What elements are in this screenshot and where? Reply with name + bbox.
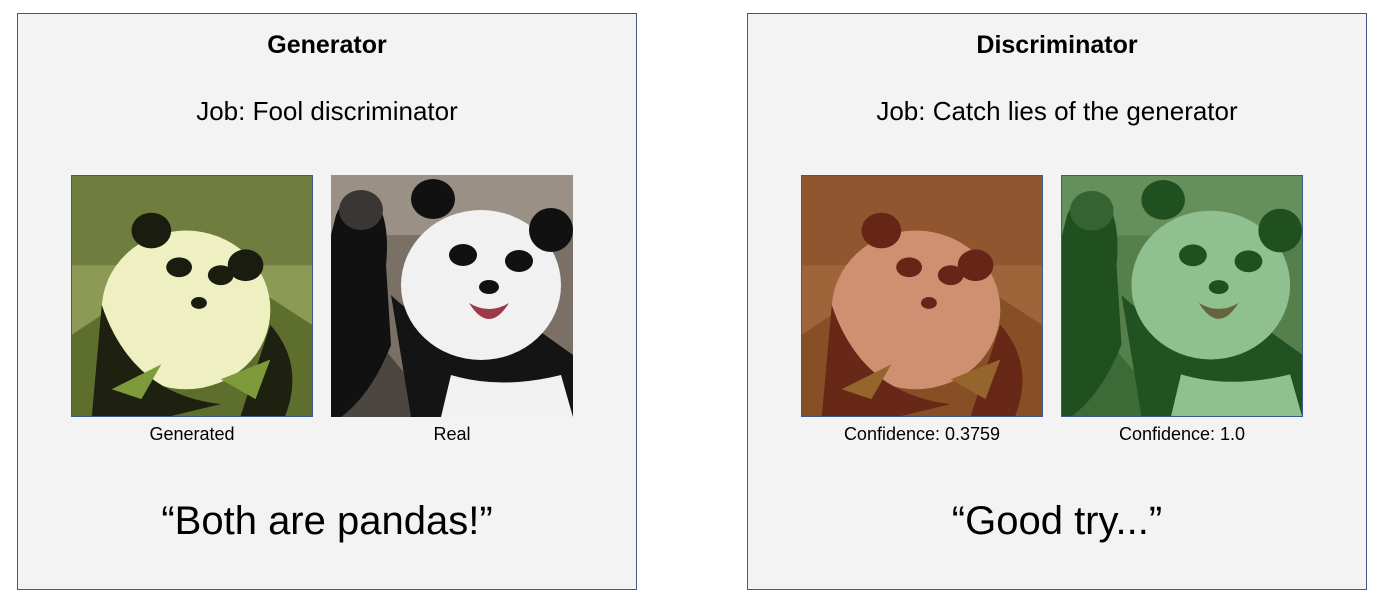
real-confidence-caption: Confidence: 1.0 (1118, 424, 1246, 444)
real-panda-image (331, 175, 573, 417)
real-panda-green-tint-image (1061, 175, 1303, 417)
real-image-caption: Real (433, 424, 471, 444)
generator-job-text: Job: Fool discriminator (196, 96, 458, 126)
generated-image-caption: Generated (149, 424, 235, 444)
discriminator-job-text: Job: Catch lies of the generator (876, 96, 1238, 126)
generator-title: Generator (267, 31, 387, 59)
generator-panel: Generator Job: Fool discriminator Genera… (17, 13, 637, 590)
generated-panda-red-tint-image (801, 175, 1043, 417)
discriminator-panel: Discriminator Job: Catch lies of the gen… (747, 13, 1367, 590)
generator-quote: “Both are pandas!” (161, 499, 493, 543)
generated-confidence-caption: Confidence: 0.3759 (843, 424, 1001, 444)
discriminator-title: Discriminator (976, 31, 1138, 59)
discriminator-quote: “Good try...” (951, 499, 1163, 543)
generated-panda-image (71, 175, 313, 417)
